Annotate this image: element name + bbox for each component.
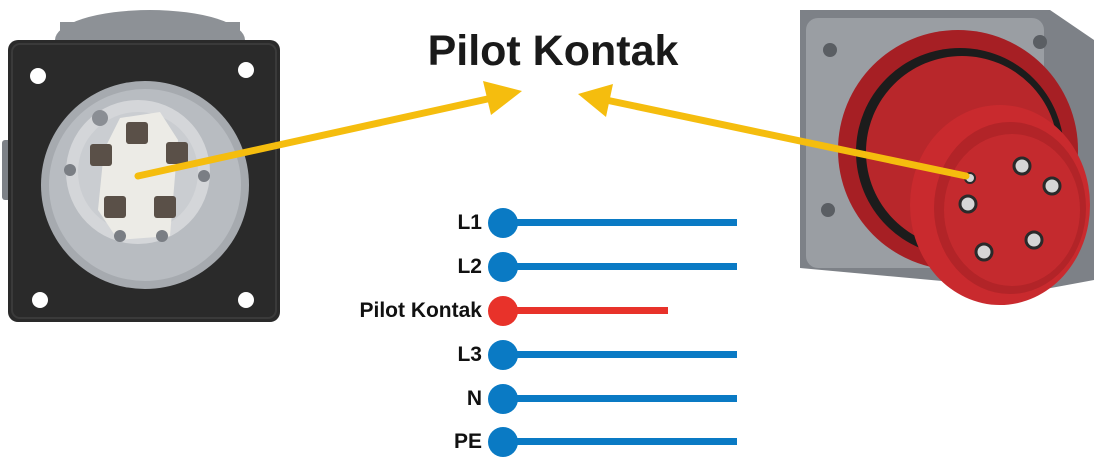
arrow-left-head — [483, 81, 522, 115]
panel-socket-rear-image — [2, 10, 280, 322]
wire-label: N — [466, 387, 482, 410]
wire-line — [510, 219, 737, 226]
wire-line — [510, 307, 668, 314]
wire-line — [510, 351, 737, 358]
arrow-right-head — [578, 84, 613, 117]
arrow-left-shaft — [134, 94, 496, 180]
wire-line — [510, 438, 737, 445]
pointer-arrows — [134, 81, 970, 180]
wire-label: L1 — [457, 211, 482, 234]
wire-line — [510, 263, 737, 270]
arrow-right-shaft — [602, 96, 970, 180]
wire-line — [510, 395, 737, 402]
panel-plug-image — [800, 10, 1094, 305]
wire-label: Pilot Kontak — [359, 299, 482, 322]
page-title: Pilot Kontak — [427, 27, 679, 75]
wire-label: PE — [453, 430, 482, 453]
wire-label: L3 — [457, 343, 482, 366]
wire-label: L2 — [457, 255, 482, 278]
